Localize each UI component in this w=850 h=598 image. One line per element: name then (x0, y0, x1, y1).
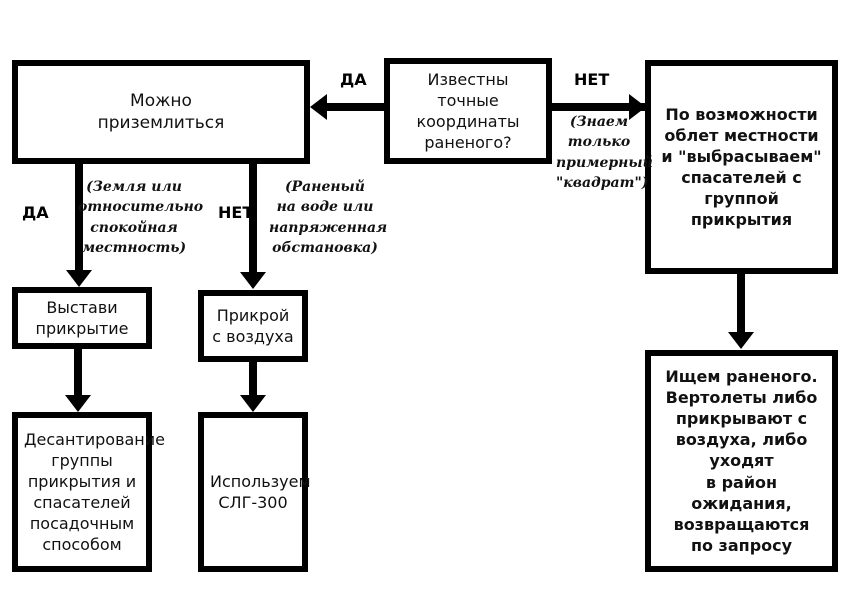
edge-canland-to-setcover-arrowhead (66, 270, 92, 287)
node-set-cover[interactable]: Выстави прикрытие (12, 287, 152, 349)
node-can-land[interactable]: Можно приземлиться (12, 60, 310, 164)
edge-label-question-no: НЕТ (574, 70, 610, 89)
edge-canland-to-setcover-line (75, 164, 83, 271)
node-slg-label: Используем СЛГ-300 (210, 471, 311, 512)
node-overfly-and-drop[interactable]: По возможности облет местности и "выбрас… (645, 60, 838, 274)
node-search-label: Ищем раненого. Вертолеты либо прикрывают… (665, 367, 818, 555)
edge-coverair-to-slg-arrowhead (240, 395, 266, 412)
node-landing-label: Десантирование группы прикрытия и спасат… (24, 429, 166, 555)
note-ground-calm: (Земля или относительно спокойная местно… (78, 179, 204, 256)
node-question-coordinates[interactable]: Известны точные координаты раненого? (384, 58, 552, 164)
edge-question-to-canland-line (327, 103, 385, 111)
edge-overfly-to-search-arrowhead (728, 332, 754, 349)
edge-question-to-canland-arrowhead (310, 94, 327, 120)
node-set-cover-label: Выстави прикрытие (35, 297, 129, 338)
edge-canland-to-coverair-line (249, 164, 257, 273)
node-overfly-label: По возможности облет местности и "выбрас… (661, 104, 822, 230)
node-question-label: Известны точные координаты раненого? (416, 69, 520, 153)
edge-coverair-to-slg-line (249, 362, 257, 397)
node-use-slg-300[interactable]: Используем СЛГ-300 (198, 412, 311, 572)
node-search-wounded[interactable]: Ищем раненого. Вертолеты либо прикрывают… (645, 350, 838, 572)
edge-label-canland-yes: ДА (22, 203, 49, 222)
node-cover-air-label: Прикрой с воздуха (212, 305, 294, 346)
edge-canland-to-coverair-arrowhead (240, 272, 266, 289)
node-cover-from-air[interactable]: Прикрой с воздуха (198, 290, 308, 362)
edge-question-to-overfly-line (552, 103, 646, 111)
edge-question-to-overfly-arrowhead (629, 94, 646, 120)
edge-label-question-yes: ДА (340, 70, 367, 89)
node-landing-method[interactable]: Десантирование группы прикрытия и спасат… (12, 412, 166, 572)
note-water-tense: (Раненый на воде или напряженная обстано… (269, 179, 388, 256)
edge-overfly-to-search-line (737, 274, 745, 334)
edge-setcover-to-landing-arrowhead (65, 395, 91, 412)
edge-setcover-to-landing-line (74, 349, 82, 397)
edge-label-canland-no: НЕТ (218, 203, 254, 222)
node-can-land-label: Можно приземлиться (97, 90, 225, 133)
note-approx-square: (Знаем только примерный "квадрат") (556, 114, 653, 191)
